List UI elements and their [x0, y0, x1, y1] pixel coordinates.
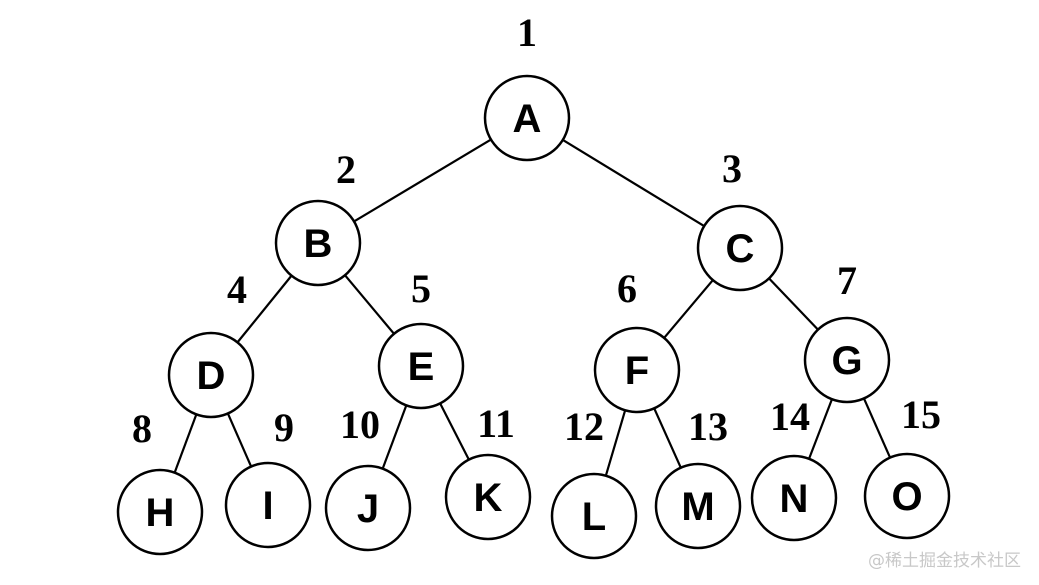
tree-node-O: O: [863, 452, 951, 540]
edge-G-N: [808, 398, 833, 460]
node-label-C: C: [726, 227, 755, 271]
tree-node-L: L: [550, 472, 638, 560]
edge-D-I: [226, 413, 253, 467]
edge-D-H: [173, 413, 198, 474]
node-label-O: O: [891, 475, 922, 519]
edge-B-D: [236, 274, 293, 344]
node-circle-F: [593, 326, 681, 414]
node-label-A: A: [513, 97, 542, 141]
node-circle-J: [324, 464, 412, 552]
node-label-M: M: [681, 485, 714, 529]
edge-G-O: [862, 397, 892, 459]
node-circle-C: [696, 204, 784, 292]
tree-node-J: J: [324, 464, 412, 552]
tree-node-N: N: [750, 454, 838, 542]
edges-layer: [173, 138, 892, 477]
edge-A-C: [562, 138, 705, 228]
node-circle-B: [274, 199, 362, 287]
node-number-O: 15: [901, 392, 941, 437]
node-number-C: 3: [722, 146, 742, 191]
node-circle-H: [116, 468, 204, 556]
node-circle-E: [377, 322, 465, 410]
node-circle-M: [654, 462, 742, 550]
tree-node-I: I: [224, 461, 312, 549]
node-label-B: B: [304, 222, 333, 266]
node-number-F: 6: [617, 266, 637, 311]
nodes-layer: A B C D E F G H I J K L M N O: [116, 74, 951, 560]
tree-node-B: B: [274, 199, 362, 287]
watermark-text: @稀土掘金技术社区: [868, 551, 1021, 571]
edge-E-K: [439, 402, 470, 461]
edge-F-L: [604, 409, 627, 477]
node-number-M: 13: [688, 404, 728, 449]
tree-node-H: H: [116, 468, 204, 556]
node-label-F: F: [625, 349, 649, 393]
node-circle-N: [750, 454, 838, 542]
tree-node-G: G: [803, 316, 891, 404]
tree-node-A: A: [483, 74, 571, 162]
edge-F-M: [653, 407, 682, 469]
edge-B-E: [344, 274, 395, 335]
tree-node-E: E: [377, 322, 465, 410]
edge-E-J: [381, 404, 408, 470]
node-number-L: 12: [564, 404, 604, 449]
node-label-N: N: [780, 477, 809, 521]
node-circle-D: [167, 331, 255, 419]
node-number-H: 8: [132, 406, 152, 451]
tree-node-D: D: [167, 331, 255, 419]
node-label-D: D: [197, 354, 226, 398]
node-circle-L: [550, 472, 638, 560]
tree-node-F: F: [593, 326, 681, 414]
node-circle-O: [863, 452, 951, 540]
node-circle-I: [224, 461, 312, 549]
node-label-K: K: [474, 476, 503, 520]
edge-C-F: [663, 279, 714, 339]
edge-C-G: [768, 277, 819, 331]
node-label-H: H: [146, 491, 175, 535]
tree-node-C: C: [696, 204, 784, 292]
node-circle-A: [483, 74, 571, 162]
node-number-D: 4: [227, 267, 247, 312]
node-number-E: 5: [411, 266, 431, 311]
node-number-N: 14: [770, 394, 810, 439]
node-circle-G: [803, 316, 891, 404]
edge-A-B: [353, 138, 492, 223]
node-number-G: 7: [837, 258, 857, 303]
node-label-E: E: [408, 345, 435, 389]
node-number-B: 2: [336, 147, 356, 192]
tree-node-M: M: [654, 462, 742, 550]
node-label-J: J: [357, 487, 379, 531]
node-label-G: G: [831, 339, 862, 383]
node-number-I: 9: [274, 405, 294, 450]
node-number-A: 1: [517, 10, 537, 55]
node-label-L: L: [582, 495, 606, 539]
node-number-J: 10: [340, 402, 380, 447]
node-number-K: 11: [477, 401, 515, 446]
node-circle-K: [444, 453, 532, 541]
node-label-I: I: [262, 484, 273, 528]
tree-node-K: K: [444, 453, 532, 541]
